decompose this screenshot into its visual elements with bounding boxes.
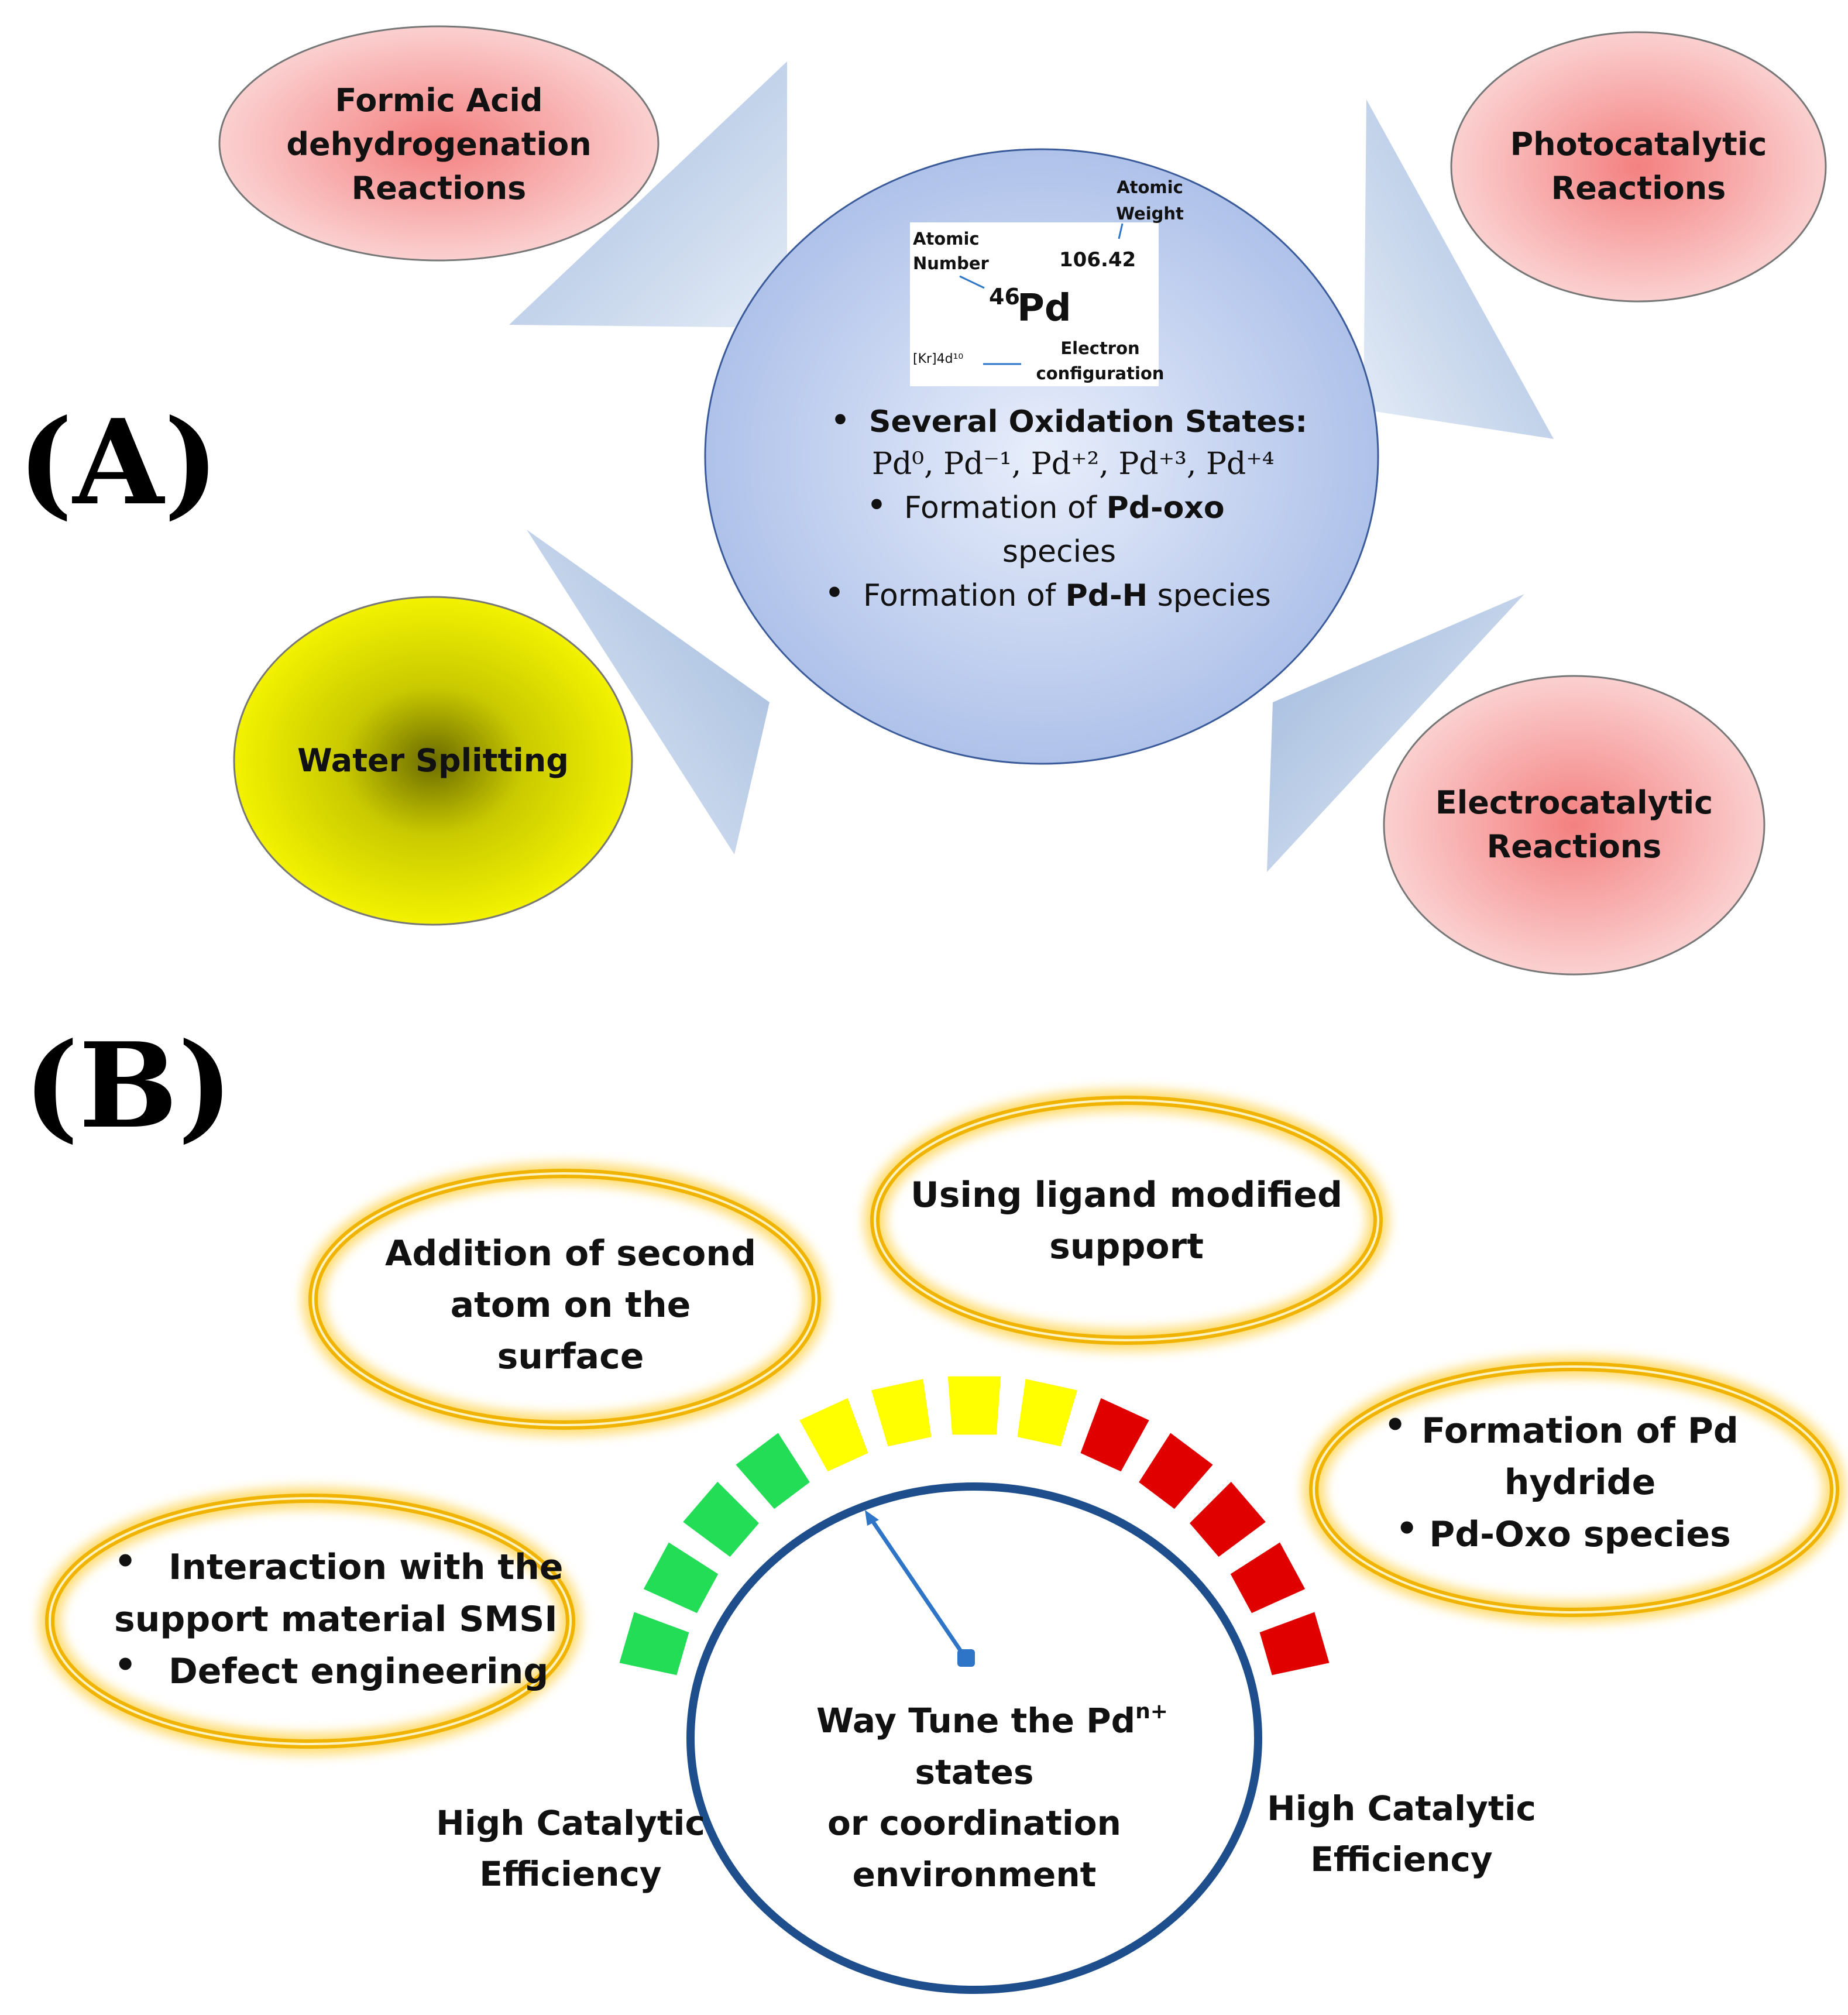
gauge-segment [1190,1481,1266,1557]
configuration-label-2: configuration [1036,363,1165,383]
support-line-2: support material SMSI [114,1599,558,1640]
ellipse-formic-acid: Formic Acid dehydrogenation Reactions [218,25,659,262]
photo-line-2: Reactions [1551,170,1726,207]
gauge-circle: Way Tune the Pdn+ states or coordination… [686,1482,1262,1994]
left-label-2: Efficiency [479,1854,661,1894]
gauge-segment [947,1376,1001,1435]
hydride-bullet-1-icon: • [1384,1405,1406,1446]
right-label-2: Efficiency [1310,1839,1492,1879]
gauge-line-1: Way Tune the Pdn+ [816,1700,1168,1741]
gauge-segment [619,1612,689,1676]
electro-line-2: Reactions [1487,828,1662,865]
oxidation-heading: Several Oxidation States: [869,404,1307,440]
gauge-segment [1230,1542,1306,1614]
water-line-1: Water Splitting [297,742,569,779]
h-line: Formation of Pd-H species [863,578,1271,613]
ellipse-water-splitting: Water Splitting [233,596,633,926]
oxo-prefix: Formation of [904,490,1107,526]
atomic-weight-label-2: Weight [1116,204,1184,224]
oxo-bold: Pd-oxo [1107,490,1225,526]
gauge-segment [871,1379,932,1447]
gauge-segment [683,1481,759,1557]
weight-arrow-icon [1118,223,1124,239]
hydride-bullet-2-icon: • [1396,1508,1418,1549]
ellipse-electrocatalytic: Electrocatalytic Reactions [1383,675,1765,976]
ring-ligand: Using ligand modified support [864,1090,1389,1351]
center-circle: Atomic Weight Atomic Number 106.42 46 Pd… [704,148,1379,765]
atomic-number-label-1: Atomic [913,229,980,249]
h-suffix: species [1148,578,1271,613]
support-line-1: Interaction with the [169,1547,564,1588]
panel-b-label: (B) [23,1017,233,1155]
h-bold: Pd-H [1066,578,1148,613]
configuration-label-1: Electron [1060,338,1139,358]
formic-line-3: Reactions [352,170,527,207]
gauge-segment [643,1542,719,1614]
hydride-line-1: Formation of Pd [1421,1410,1739,1451]
hydride-line-2: hydride [1504,1462,1656,1503]
h-prefix: Formation of [863,578,1066,613]
gauge-line-4: environment [853,1855,1097,1894]
bullet-2-icon: • [867,488,886,522]
ligand-line-2: support [1049,1226,1204,1267]
right-label-1: High Catalytic [1267,1789,1536,1828]
hydride-line-3: Pd-Oxo species [1429,1514,1731,1555]
needle-tip-icon [865,1510,879,1526]
ring-support: • Interaction with the support material … [39,1488,581,1755]
gauge-segment [1017,1379,1077,1447]
formic-line-2: dehydrogenation [286,126,591,163]
arrow-formic [509,61,787,328]
gauge-line-1-prefix: Way Tune the Pd [816,1701,1135,1741]
needle-pivot [957,1649,975,1667]
gauge-segment [736,1433,810,1509]
ring-second-atom: Addition of second atom on the surface [303,1163,827,1436]
panel-a: (A) Formic Acid dehydrogenation Reaction… [18,25,1827,976]
electro-line-1: Electrocatalytic [1435,784,1713,821]
second-atom-line-2: atom on the [451,1285,691,1326]
atomic-number-label-2: Number [913,253,990,273]
ligand-line-1: Using ligand modified [911,1175,1342,1216]
gauge-segments [619,1376,1330,1676]
formic-line-1: Formic Acid [335,82,543,119]
gauge-needle [867,1515,967,1659]
gauge-line-1-sup: n+ [1135,1700,1168,1724]
element-symbol: Pd [1017,287,1071,330]
element-card: Atomic Weight Atomic Number 106.42 46 Pd… [910,177,1184,386]
gauge-segment [1080,1398,1149,1472]
number-arrow-icon [959,275,985,289]
mass-number: 46 [989,284,1020,310]
gauge-segment [1139,1433,1213,1509]
gauge-line-2: states [915,1752,1034,1792]
bullet-1-icon: • [831,403,850,437]
panel-b: (B) Way Tune the Pdn+ states or coordina… [23,1017,1845,1994]
arrow-electro [1267,594,1524,872]
configuration-value: [Kr]4d¹⁰ [913,352,963,366]
ellipse-photocatalytic: Photocatalytic Reactions [1450,31,1827,303]
left-label-1: High Catalytic [436,1803,705,1843]
bullet-3-icon: • [825,576,844,610]
oxo-line: Formation of Pd-oxo [904,490,1225,526]
support-bullet-2-icon: • [114,1645,136,1686]
oxo-suffix: species [1002,534,1116,569]
second-atom-line-1: Addition of second [385,1233,756,1274]
gauge-segment [799,1398,868,1472]
support-line-3: Defect engineering [169,1651,548,1692]
atomic-weight-label-1: Atomic [1117,177,1183,197]
panel-a-label: (A) [18,394,219,531]
second-atom-line-3: surface [497,1336,644,1377]
atomic-weight-value: 106.42 [1059,248,1136,272]
gauge-line-3: or coordination [827,1803,1121,1843]
gauge-segment [1259,1612,1330,1676]
photo-line-1: Photocatalytic [1510,126,1767,163]
support-bullet-1-icon: • [114,1541,136,1582]
arrow-water [527,530,770,854]
ring-hydride: • Formation of Pd hydride • Pd-Oxo speci… [1303,1356,1845,1623]
oxidation-states: Pd⁰, Pd⁻¹, Pd⁺², Pd⁺³, Pd⁺⁴ [872,447,1275,482]
arrow-photo [1363,99,1554,439]
